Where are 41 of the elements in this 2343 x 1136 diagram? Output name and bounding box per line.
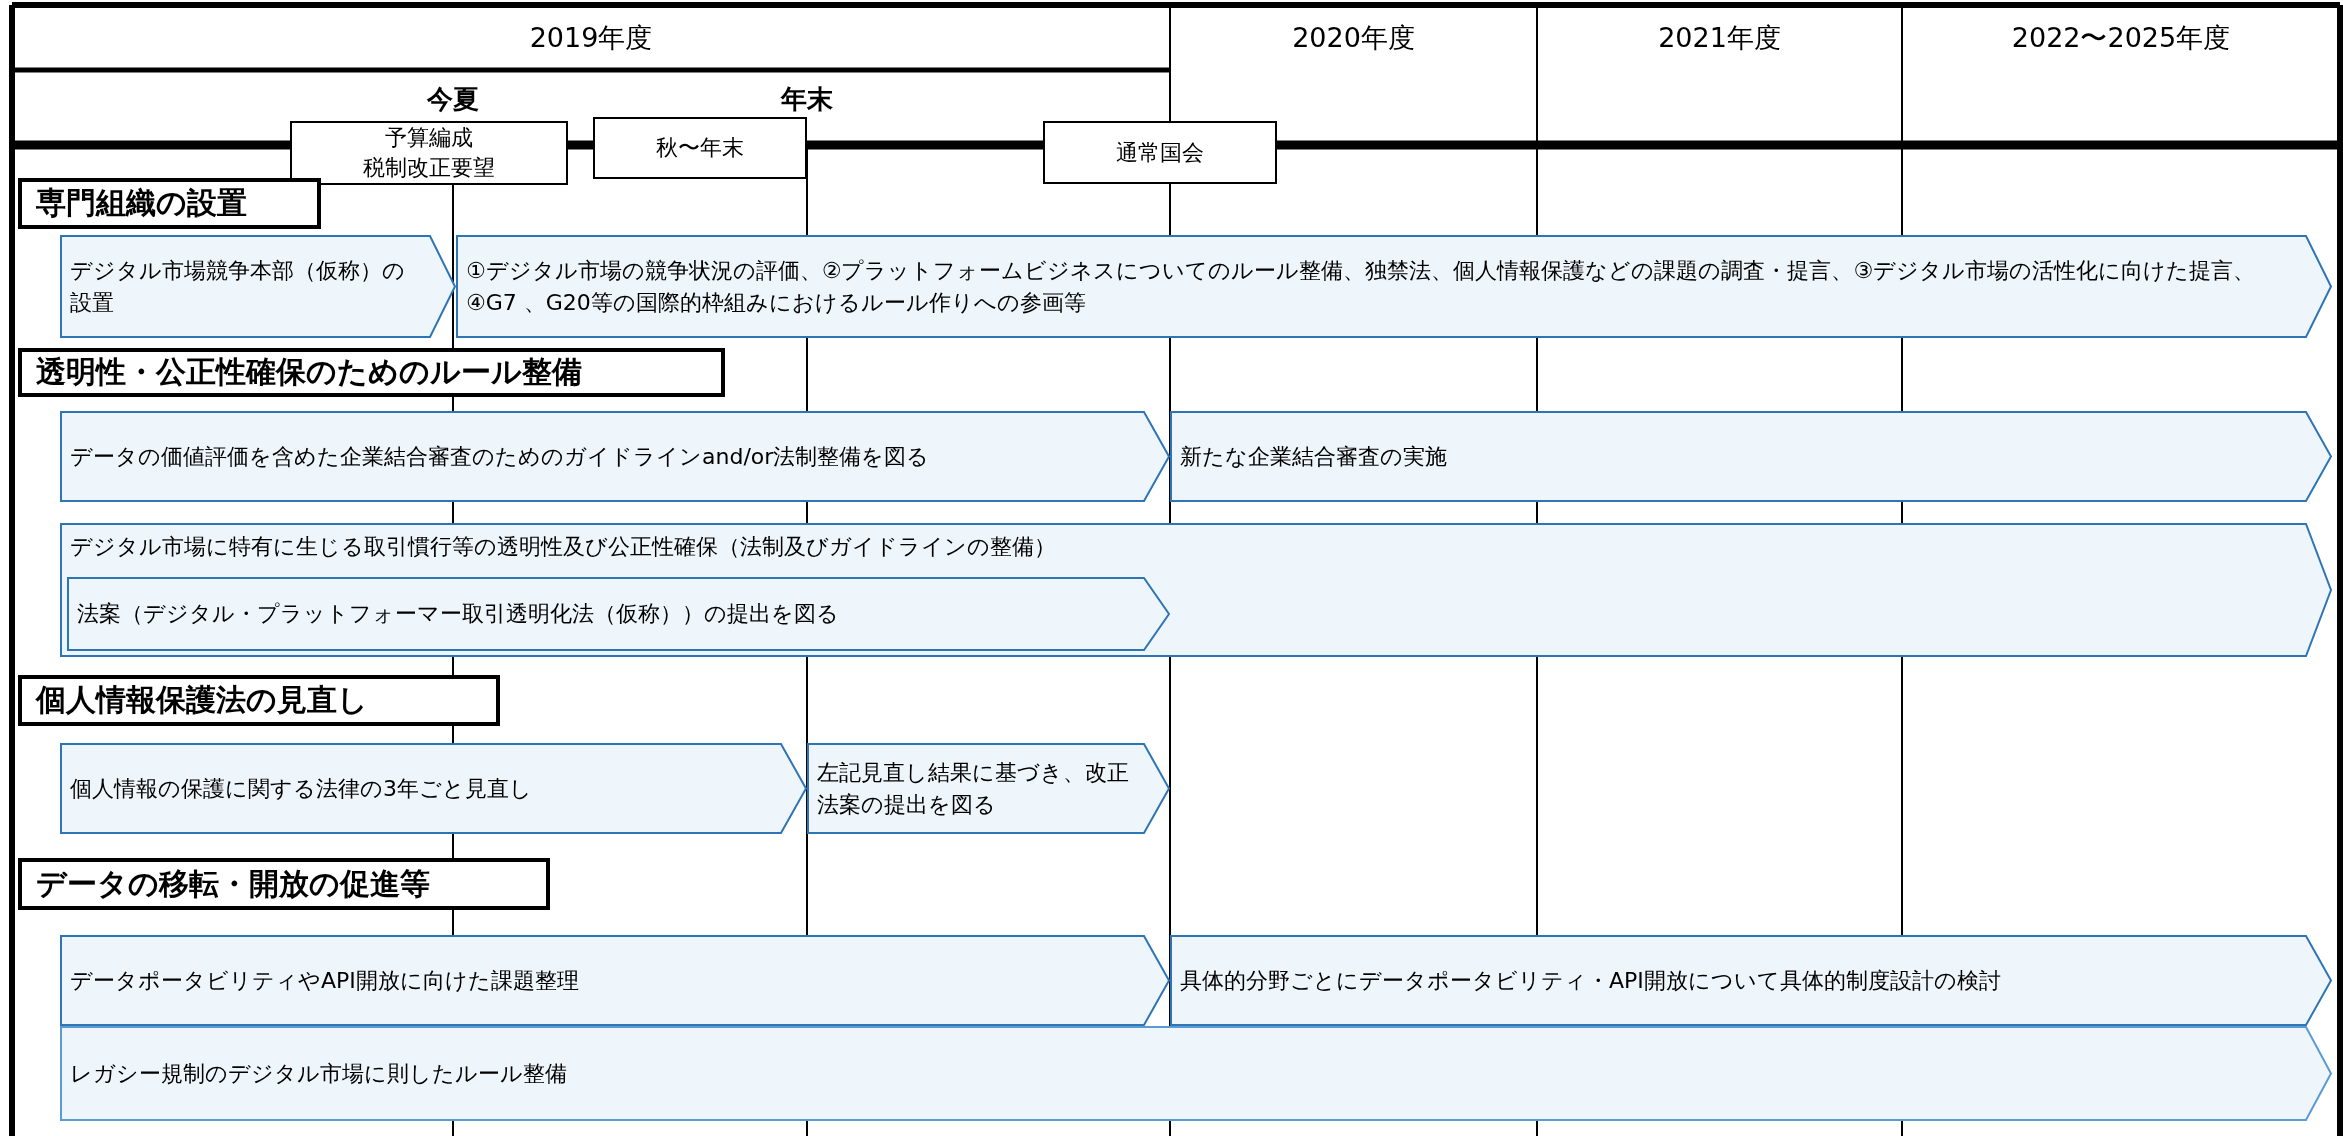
task-bar xyxy=(1170,935,2332,1026)
task-text: 新たな企業結合審査の実施 xyxy=(1180,442,1448,471)
period-label: 年末 xyxy=(779,83,834,116)
milestone-text: 税制改正要望 xyxy=(363,154,495,182)
task-text: データポータビリティやAPI開放に向けた課題整理 xyxy=(70,966,580,995)
task-bar xyxy=(67,577,1170,651)
section-heading-box xyxy=(18,858,550,910)
task-text: 左記見直し結果に基づき、改正法案の提出を図る xyxy=(817,758,1130,819)
section-heading-text: 専門組織の設置 xyxy=(36,184,248,222)
task-bar xyxy=(807,743,1170,834)
task-text: デジタル市場競争本部（仮称）の設置 xyxy=(70,256,406,317)
fiscal-year-header: 2020年度 xyxy=(1291,21,1416,55)
task-bar xyxy=(60,935,1170,1026)
task-text: ①デジタル市場の競争状況の評価、②プラットフォームビジネスについてのルール整備、独禁法、個人情報保護などの課題の調査・提言、③デジタル市場の活性化に向けた提言、④G7 、G20等の国際的枠組みにおけるルール作りへの参画等 xyxy=(466,256,2257,317)
task-text: 法案（デジタル・プラットフォーマー取引透明化法（仮称））の提出を図る xyxy=(77,600,840,628)
section-heading-text: データの移転・開放の促進等 xyxy=(36,864,431,903)
task-text: 具体的分野ごとにデータポータビリティ・API開放について具体的制度設計の検討 xyxy=(1180,966,2002,995)
task-text: データの価値評価を含めた企業結合審査のためのガイドラインand/or法制整備を図る xyxy=(70,442,931,471)
task-text: レガシー規制のデジタル市場に則したルール整備 xyxy=(70,1059,568,1088)
section-heading-text: 個人情報保護法の見直し xyxy=(36,681,369,719)
fiscal-year-header: 2021年度 xyxy=(1657,21,1782,55)
task-bar xyxy=(1170,411,2332,502)
milestone-text: 予算編成 xyxy=(385,124,473,152)
milestone-box xyxy=(290,121,568,185)
section-heading-text: 透明性・公正性確保のためのルール整備 xyxy=(36,353,583,391)
task-bar xyxy=(60,1026,2332,1121)
period-label: 今夏 xyxy=(426,83,480,116)
milestone-text: 通常国会 xyxy=(1116,138,1204,167)
fiscal-year-header: 2022〜2025年度 xyxy=(2010,21,2232,55)
task-bar xyxy=(60,411,1170,502)
section-heading-box xyxy=(18,675,500,726)
milestone-text: 秋〜年末 xyxy=(656,134,744,162)
task-bar xyxy=(60,235,456,338)
task-text: デジタル市場に特有に生じる取引慣行等の透明性及び公正性確保（法制及びガイドラインの整備） xyxy=(70,533,1057,561)
task-bar xyxy=(60,523,2332,657)
section-heading-box xyxy=(18,178,321,229)
task-text: 個人情報の保護に関する法律の3年ごと見直し xyxy=(70,774,533,803)
milestone-box xyxy=(1043,121,1277,184)
milestone-box xyxy=(593,117,807,179)
section-heading-box xyxy=(18,348,725,397)
fiscal-year-header: 2019年度 xyxy=(528,21,654,55)
